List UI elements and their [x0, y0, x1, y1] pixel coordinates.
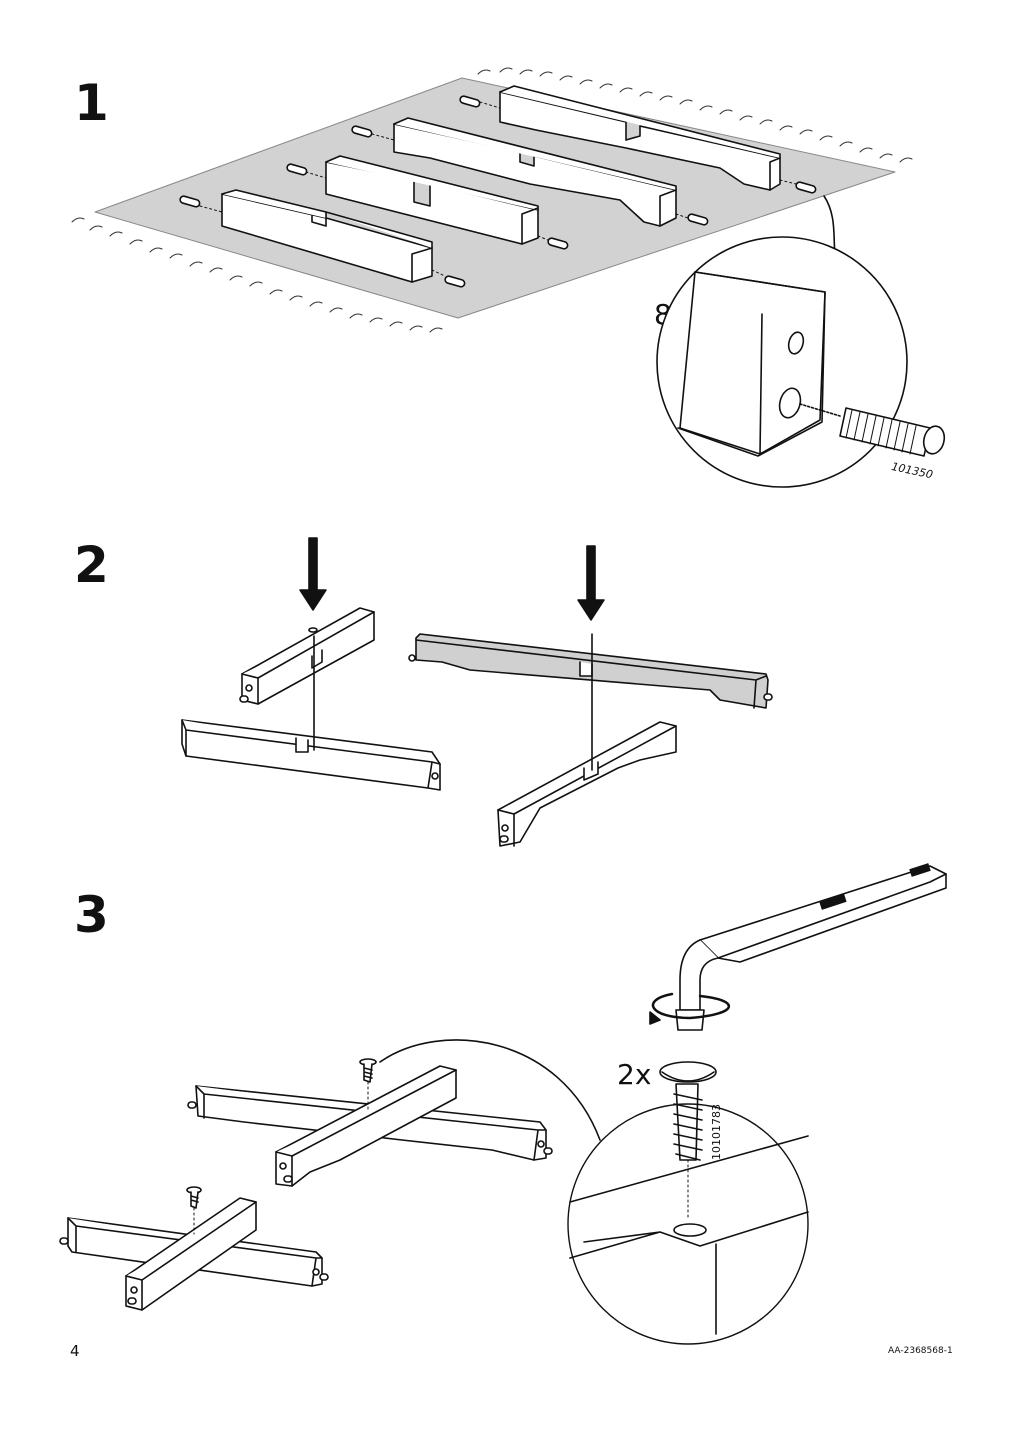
down-arrow-icon: [300, 538, 326, 610]
page-number: 4: [70, 1342, 80, 1360]
beams-step-1: [222, 86, 780, 282]
wooden-dowel-icon: [459, 95, 480, 107]
document-code: AA-2368568-1: [888, 1346, 953, 1356]
rotate-arrow-icon: [653, 994, 729, 1018]
rug-fringe: [72, 68, 912, 332]
dowel-detail-zoom: [657, 196, 947, 487]
step-3-illustration: [60, 863, 946, 1344]
wooden-dowel-icon: [351, 125, 372, 137]
beam-d: [500, 92, 780, 190]
step-number-3: 3: [74, 886, 109, 944]
wooden-dowel-icon: [840, 408, 947, 456]
screw-icon: [187, 1187, 201, 1208]
hex-key-icon: [676, 863, 946, 1030]
step-2-left-pair: [182, 608, 440, 790]
step-number-2: 2: [74, 536, 109, 594]
wooden-dowel-icon: [795, 181, 816, 193]
beam-a: [222, 194, 432, 282]
cross-base-lower: [60, 1187, 328, 1310]
step-number-1: 1: [74, 74, 109, 132]
beam-c: [394, 124, 676, 226]
wooden-dowel-icon: [547, 237, 568, 249]
cross-base-upper: [188, 1059, 552, 1186]
screw-icon: [660, 1062, 716, 1160]
down-arrow-icon: [578, 546, 604, 620]
step-1-illustration: [72, 68, 947, 487]
wooden-dowel-icon: [687, 213, 708, 225]
step-2-illustration: [182, 538, 772, 846]
screw-detail-zoom: [380, 1040, 808, 1344]
wooden-dowel-icon: [179, 195, 200, 207]
dowels-step-1: [179, 95, 816, 287]
wooden-dowel-icon: [444, 275, 465, 287]
screw-quantity: 2x: [617, 1058, 652, 1091]
step-2-right-pair: [409, 634, 772, 846]
screw-icon: [360, 1059, 376, 1082]
